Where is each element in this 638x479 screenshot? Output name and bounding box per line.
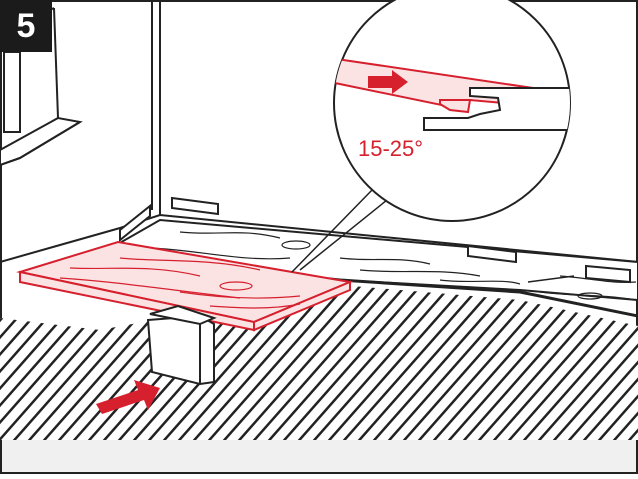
hatch-line <box>204 285 356 440</box>
push-arrow-icon <box>96 380 160 414</box>
hatch-line <box>234 285 386 440</box>
step-badge-bg <box>0 0 52 52</box>
hatch-line <box>549 285 638 440</box>
hatch-line <box>594 285 638 440</box>
hatch-line <box>264 285 416 440</box>
hatch-line <box>279 285 431 440</box>
hatch-line <box>354 285 506 440</box>
hatch-line <box>369 285 521 440</box>
window <box>0 7 83 167</box>
hatch-line <box>324 285 476 440</box>
hatch-line <box>579 285 638 440</box>
angle-label: 15-25° <box>358 136 424 161</box>
hatch-line <box>609 285 638 440</box>
hatch-line <box>339 285 491 440</box>
hatch-line <box>219 285 371 440</box>
spacer-wedges <box>119 196 631 284</box>
hatch-line <box>534 285 638 440</box>
step-number: 5 <box>16 6 36 45</box>
bottom-strip <box>2 440 636 472</box>
hatch-line <box>519 285 638 440</box>
hatch-line <box>564 285 638 440</box>
hatch-line <box>399 285 551 440</box>
hatch-line <box>309 285 461 440</box>
room-walls <box>0 2 638 263</box>
hatch-line <box>294 285 446 440</box>
hatch-line <box>384 285 536 440</box>
detail-leader <box>291 187 393 273</box>
tapping-block <box>146 304 217 386</box>
hatch-line <box>249 285 401 440</box>
detail-bubble <box>333 0 571 222</box>
detail-arrow-icon <box>368 70 408 94</box>
